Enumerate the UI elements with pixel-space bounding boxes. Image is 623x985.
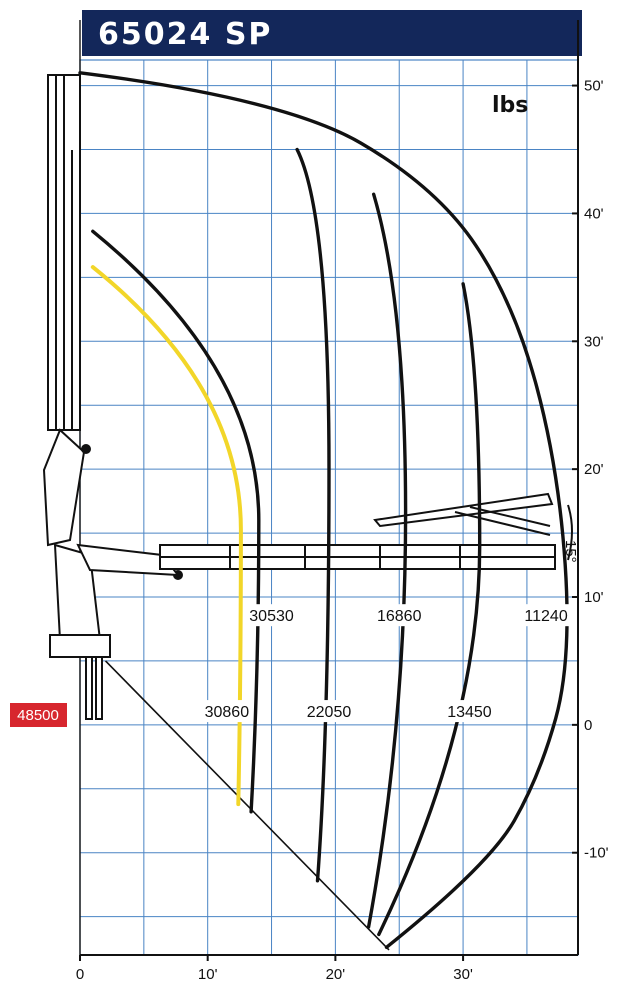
y-tick-label: 20'	[584, 461, 604, 478]
load-label-bg	[200, 700, 253, 723]
load-label: 16860	[377, 608, 422, 625]
load-curves	[78, 71, 569, 949]
x-tick-label: 0	[76, 966, 84, 983]
crane-leg	[85, 656, 93, 720]
load-label: 30530	[249, 608, 294, 625]
header-banner	[82, 10, 582, 56]
y-axis-ticks: 50' 40' 30' 20' 10' 0 -10'	[572, 78, 609, 862]
crane-inner-boom	[76, 543, 181, 577]
load-label: 22050	[307, 704, 352, 721]
crane-base	[49, 634, 111, 658]
load-curve-11240	[78, 71, 569, 949]
base-capacity-value: 48500	[17, 707, 59, 724]
load-curve-13450	[377, 282, 482, 937]
load-label: 11240	[524, 608, 567, 625]
chart-title: 65024 SP	[98, 17, 272, 52]
load-curve-16860	[366, 192, 408, 929]
crane-leg	[95, 656, 103, 720]
y-tick-label: 30'	[584, 333, 604, 350]
x-tick-label: 20'	[326, 966, 346, 983]
crane-silhouette	[42, 74, 573, 720]
load-label: 30860	[205, 704, 250, 721]
load-curve-30530	[91, 229, 261, 814]
x-tick-label: 10'	[198, 966, 218, 983]
load-curve-22050	[295, 147, 331, 883]
crane-tilted-boom-section	[454, 511, 551, 536]
load-label-bg	[303, 700, 355, 723]
crane-tilted-boom-section	[469, 506, 551, 527]
x-tick-label: 30'	[453, 966, 473, 983]
units-label: lbs	[492, 93, 528, 118]
y-tick-label: 50'	[584, 78, 604, 95]
base-capacity-badge	[10, 703, 67, 727]
load-label-bg	[373, 604, 426, 627]
load-label-bg	[245, 604, 298, 627]
load-label: 13450	[447, 704, 492, 721]
y-tick-label: -10'	[584, 845, 609, 862]
crane-pivot	[81, 444, 91, 454]
crane-knuckle	[42, 428, 86, 547]
y-tick-label: 0	[584, 717, 592, 734]
y-tick-label: 10'	[584, 589, 604, 606]
load-label-bg	[520, 604, 573, 627]
load-label-bg	[443, 700, 496, 723]
y-tick-label: 40'	[584, 205, 604, 222]
lower-envelope-line	[104, 660, 390, 951]
crane-tilted-boom	[373, 492, 554, 528]
load-labels: 30530 16860 11240 30860 22050 13450	[200, 604, 573, 723]
x-axis-ticks: 0 10' 20' 30'	[76, 955, 473, 983]
tilt-arc	[567, 504, 573, 561]
